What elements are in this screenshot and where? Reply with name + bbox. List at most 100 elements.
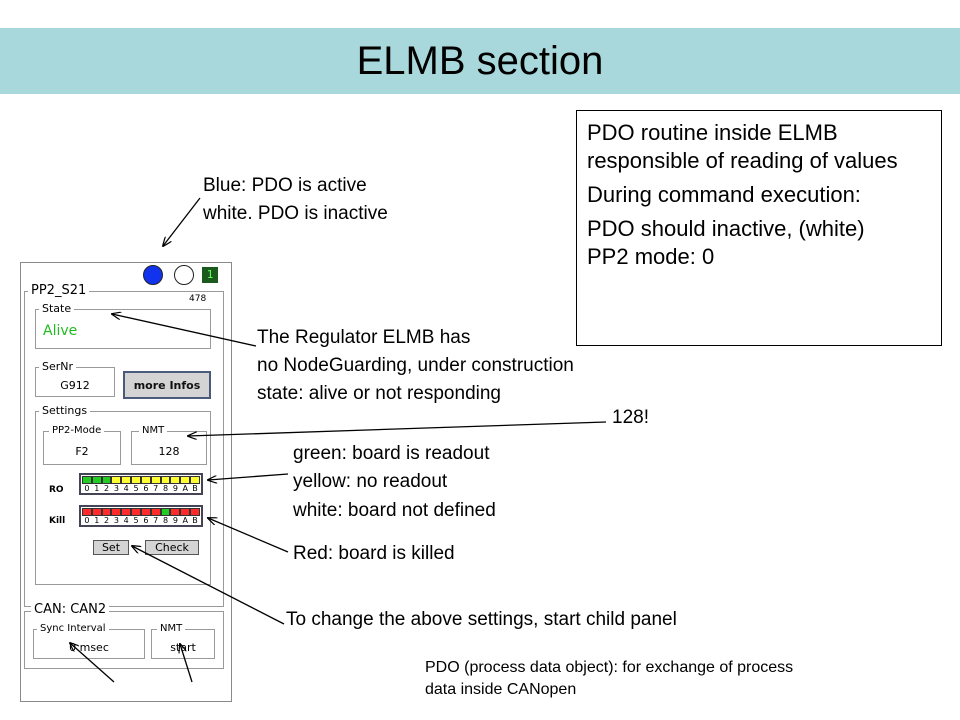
can-frame [24,611,224,669]
sync-interval-label: Sync Interval [37,623,109,635]
kill-board-cell [190,508,200,516]
ro-cells [82,476,200,484]
node-frame [24,291,224,607]
kill-board-cell [121,508,132,516]
kill-board-cell [131,508,141,516]
nmt-frame [131,431,207,465]
can-nmt-label: NMT [157,623,186,635]
arrow-pdo [163,197,201,246]
note-board-white: white: board not defined [293,500,496,521]
info-line-3: PDO should inactive, (white) [587,216,865,241]
ro-board-number: 2 [104,484,110,493]
pp2-mode-value: F2 [75,445,89,458]
kill-board-cell [101,508,112,516]
note-regulator-3: state: alive or not responding [257,383,501,404]
arrow-sync [70,643,115,683]
info-line-2: During command execution: [587,182,861,207]
info-line-1: PDO routine inside ELMB responsible of r… [587,120,898,173]
state-label: State [39,303,75,315]
note-regulator-2: no NodeGuarding, under construction [257,355,574,376]
kill-board-cell [111,508,122,516]
arrow-state [112,314,257,347]
ro-board-cell [82,476,92,484]
pp2-mode-label: PP2-Mode [49,425,105,437]
note-board-red: Red: board is killed [293,543,455,564]
more-infos-button[interactable]: more Infos [123,371,211,399]
ro-board-number: 1 [94,484,100,493]
ro-board-cell [91,476,102,484]
slide-title: ELMB section [356,39,604,83]
kill-board-cell [180,508,191,516]
ro-board-number: 6 [143,484,149,493]
kill-board-number: B [192,516,198,525]
arrow-kill [208,518,289,553]
node-badge: 1 [202,267,218,283]
can-label: CAN: CAN2 [31,603,110,617]
check-button[interactable]: Check [145,540,199,555]
kill-board-number: 2 [104,516,110,525]
kill-cells [82,508,200,516]
ro-board-cell [111,476,122,484]
note-pdo-definition-1: PDO (process data object): for exchange … [425,659,794,676]
kill-board-number: 4 [123,516,129,525]
ro-board-cell [170,476,181,484]
kill-board-cell [82,508,92,516]
state-frame [35,309,211,349]
sernr-value: G912 [60,379,90,392]
node-name: PP2_S21 [28,284,90,298]
ro-board-cell [131,476,141,484]
note-board-green: green: board is readout [293,443,490,464]
set-button[interactable]: Set [93,540,129,555]
arrow-can-nmt [180,644,193,683]
settings-frame [35,411,211,585]
kill-board-number: A [182,516,188,525]
ro-board-number: 5 [133,484,139,493]
info-line-4: PP2 mode: 0 [587,244,715,269]
state-value: Alive [43,323,78,339]
arrow-set [132,546,285,625]
sernr-label: SerNr [39,361,77,373]
ro-board-cell [180,476,191,484]
kill-board-cell [150,508,161,516]
nmt-value: 128 [158,445,180,458]
ro-board-number: 7 [153,484,159,493]
ro-board-cell [150,476,161,484]
ro-board-number: 0 [84,484,90,493]
pdo-active-indicator-icon [143,265,163,285]
elmb-panel: 1 PP2_S21 478 State Alive SerNr G912 mor… [20,262,232,702]
ro-board-number: B [192,484,198,493]
kill-board-number: 9 [172,516,178,525]
info-box: PDO routine inside ELMB responsible of r… [576,110,942,346]
kill-board-cell [170,508,181,516]
kill-label: Kill [49,516,66,526]
ro-board-cell [160,476,171,484]
settings-label: Settings [39,405,91,417]
kill-board-cell [140,508,151,516]
note-pdo-white: white. PDO is inactive [203,203,388,224]
arrow-nmt [188,421,607,436]
title-bar [0,28,960,94]
ro-label: RO [49,485,64,495]
ro-board-number: 4 [123,484,129,493]
kill-board-number: 6 [143,516,149,525]
kill-board-cell [91,508,102,516]
nmt-label: NMT [139,425,168,437]
node-id: 478 [189,294,207,304]
ro-board-cell [140,476,151,484]
note-child-panel: To change the above settings, start chil… [286,609,677,630]
note-pdo-blue: Blue: PDO is active [203,175,367,196]
kill-board-number: 8 [162,516,169,525]
ro-board-cell [190,476,200,484]
ro-board-number: 3 [113,484,119,493]
kill-board-number: 0 [84,516,90,525]
ro-board-cell [121,476,132,484]
kill-board-number: 3 [113,516,119,525]
pdo-inactive-indicator-icon [174,265,194,285]
ro-board-number: 9 [172,484,178,493]
arrow-ro [208,473,289,480]
ro-board-number: A [182,484,188,493]
